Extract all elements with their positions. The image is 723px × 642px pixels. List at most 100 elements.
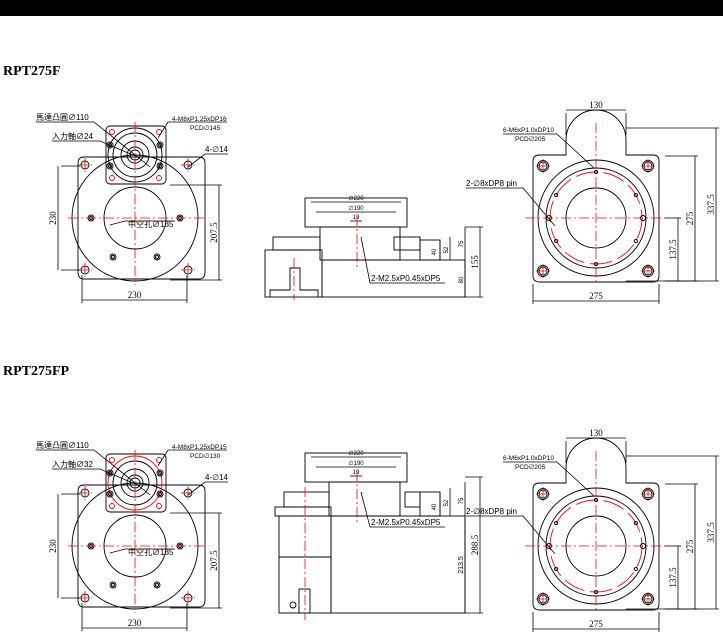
bolt-hole-inner bbox=[155, 255, 159, 259]
bolt-hole-inner bbox=[158, 143, 162, 147]
pcd-label: PCD∅145 bbox=[190, 125, 221, 132]
input-shaft-leader bbox=[52, 468, 141, 487]
bolt-hole bbox=[156, 162, 164, 170]
rear-housing bbox=[532, 109, 660, 283]
shaft bbox=[298, 588, 311, 614]
tap-hole bbox=[554, 192, 559, 198]
bolt-hole-inner bbox=[158, 164, 162, 168]
tap-leader bbox=[157, 121, 227, 139]
housing-step bbox=[283, 491, 330, 508]
bolt-hole-inner bbox=[108, 164, 112, 168]
h52-label: 52 bbox=[444, 246, 450, 253]
tap-hole bbox=[109, 457, 115, 463]
shaft-profile bbox=[269, 267, 319, 297]
tap-hole bbox=[633, 520, 638, 526]
bolt-hole bbox=[153, 581, 161, 589]
dim-height-label: 230 bbox=[48, 211, 58, 225]
hollow-leader bbox=[109, 220, 175, 226]
tap-hole bbox=[109, 503, 115, 509]
hollow-leader bbox=[109, 548, 175, 554]
bolt-hole bbox=[156, 490, 164, 498]
dim-h3-label: 337.5 bbox=[706, 194, 716, 215]
flange-plate bbox=[77, 484, 206, 608]
h52-label: 52 bbox=[444, 499, 450, 506]
h40-label: 40 bbox=[432, 503, 438, 510]
bolt-hole bbox=[109, 581, 117, 589]
d190-label: ∅190 bbox=[348, 460, 364, 467]
bolt-hole-inner bbox=[111, 583, 115, 587]
dim-h2-label: 275 bbox=[685, 539, 695, 553]
mount-holes-label: 4-∅14 bbox=[205, 473, 229, 482]
d190-label: ∅190 bbox=[348, 205, 364, 212]
input-shaft-label: 入力軸∅24 bbox=[52, 131, 93, 141]
input-shaft-label: 入力軸∅32 bbox=[52, 459, 93, 469]
dim-top-label: 130 bbox=[589, 428, 603, 438]
tap-label: 4-M8xP1.25xDP15 bbox=[172, 444, 227, 451]
bolt-hole-inner bbox=[155, 583, 159, 587]
dim-h1-label: 137.5 bbox=[668, 239, 678, 260]
h75-label: 75 bbox=[459, 240, 465, 247]
bolt-hole bbox=[156, 469, 164, 477]
mount-holes-label: 4-∅14 bbox=[205, 145, 229, 154]
tap-hole bbox=[633, 566, 638, 572]
pin-leader bbox=[466, 187, 556, 227]
rear-pcd-label: PCD∅205 bbox=[515, 136, 546, 143]
motor-adapter bbox=[105, 125, 167, 185]
tap-hole bbox=[633, 238, 638, 244]
bolt-hole bbox=[106, 490, 114, 498]
pin-label: 2-∅8xDP8 pin bbox=[466, 179, 517, 188]
rear-tap-label: 6-M6xP1.0xDP10 bbox=[503, 127, 554, 134]
front-view: 馬達凸圓∅110入力軸∅244-M8xP1.25xDP16PCD∅1454-∅1… bbox=[36, 112, 229, 303]
housing-center bbox=[319, 226, 401, 261]
hollow-label: 中空孔∅135 bbox=[128, 547, 174, 557]
bolt-hole bbox=[109, 253, 117, 261]
side-tap-leader bbox=[360, 236, 445, 284]
bolt-hole-inner bbox=[158, 471, 162, 475]
tap-hole bbox=[554, 566, 559, 572]
bolt-hole bbox=[153, 253, 161, 261]
bolt-hole-inner bbox=[158, 492, 162, 496]
tap-leader bbox=[503, 133, 595, 169]
bolt-hole bbox=[106, 162, 114, 170]
bolt-hole bbox=[156, 141, 164, 149]
pcd-label: PCD∅130 bbox=[190, 453, 221, 460]
flange-plate bbox=[77, 156, 206, 280]
housing-center bbox=[328, 481, 401, 517]
motor-adapter-top bbox=[274, 506, 332, 517]
housing-step bbox=[393, 236, 421, 251]
side-tap-leader bbox=[360, 491, 445, 528]
tap-leader bbox=[157, 449, 227, 467]
rear-housing bbox=[532, 437, 660, 611]
motor-boss-leader bbox=[36, 449, 151, 496]
tap-hole bbox=[156, 503, 162, 509]
bolt-hole-inner bbox=[111, 255, 115, 259]
side-tap-label: 2-M2.5xP0.45xDP5 bbox=[371, 518, 441, 527]
motor-adapter bbox=[105, 453, 167, 513]
tap-hole bbox=[554, 520, 559, 526]
tap-label: 4-M8xP1.25xDP16 bbox=[172, 116, 227, 123]
rear-width-label: 275 bbox=[589, 291, 603, 301]
housing-step bbox=[404, 491, 421, 508]
bolt-hole bbox=[106, 469, 114, 477]
tap-hole bbox=[156, 175, 162, 181]
hollow-label: 中空孔∅135 bbox=[128, 219, 174, 229]
total-height-label: 155 bbox=[470, 255, 480, 269]
mount-hole-leader bbox=[187, 481, 228, 496]
rear-width-label: 275 bbox=[589, 619, 603, 629]
dim-h3-label: 337.5 bbox=[706, 522, 716, 543]
tap-hole bbox=[554, 238, 559, 244]
dim-h1-label: 137.5 bbox=[668, 567, 678, 588]
input-shaft-leader bbox=[52, 140, 141, 159]
tap-hole bbox=[109, 129, 115, 135]
d19-label: 19 bbox=[353, 215, 360, 221]
lower-body bbox=[330, 515, 466, 614]
bolt-hole bbox=[106, 141, 114, 149]
bolt-hole-inner bbox=[108, 492, 112, 496]
dim-center-label: 207.5 bbox=[209, 222, 219, 243]
model-title-rpt275fp: RPT275FP bbox=[3, 364, 70, 379]
dim-width-label: 230 bbox=[128, 618, 142, 628]
pin-label: 2-∅8xDP8 pin bbox=[466, 507, 517, 516]
